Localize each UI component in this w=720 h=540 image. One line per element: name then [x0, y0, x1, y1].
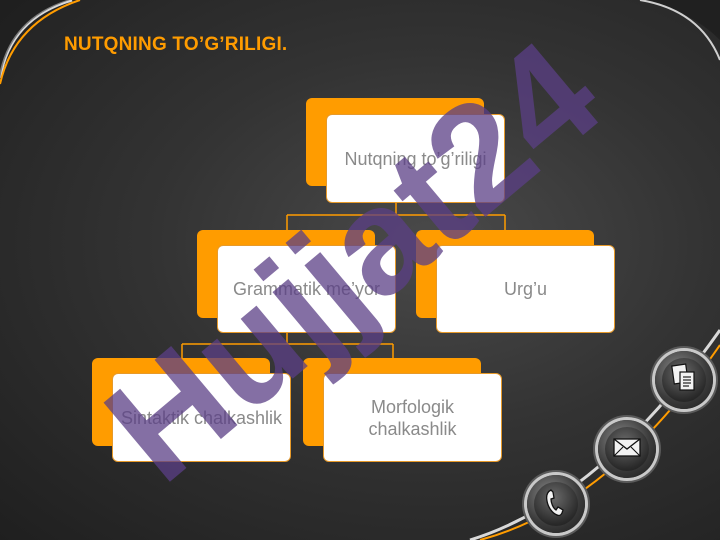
node-grammatik-meyor-label: Grammatik me’yor: [217, 245, 396, 333]
node-sintaktik-chalkashlik-label: Sintaktik chalkashlik: [112, 373, 291, 462]
documents-button[interactable]: [655, 351, 713, 409]
node-root-label: Nutqning to’g’riligi: [326, 114, 505, 203]
node-morfologik-chalkashlik-label: Morfologik chalkashlik: [323, 373, 502, 462]
phone-icon: [544, 487, 568, 522]
slide-title: NUTQNING TO’G’RILIGI.: [64, 34, 288, 55]
node-urgu-label: Urg’u: [436, 245, 615, 333]
email-button[interactable]: [598, 420, 656, 478]
documents-icon: [671, 362, 697, 398]
phone-button[interactable]: [527, 475, 585, 533]
envelope-icon: [612, 435, 642, 464]
